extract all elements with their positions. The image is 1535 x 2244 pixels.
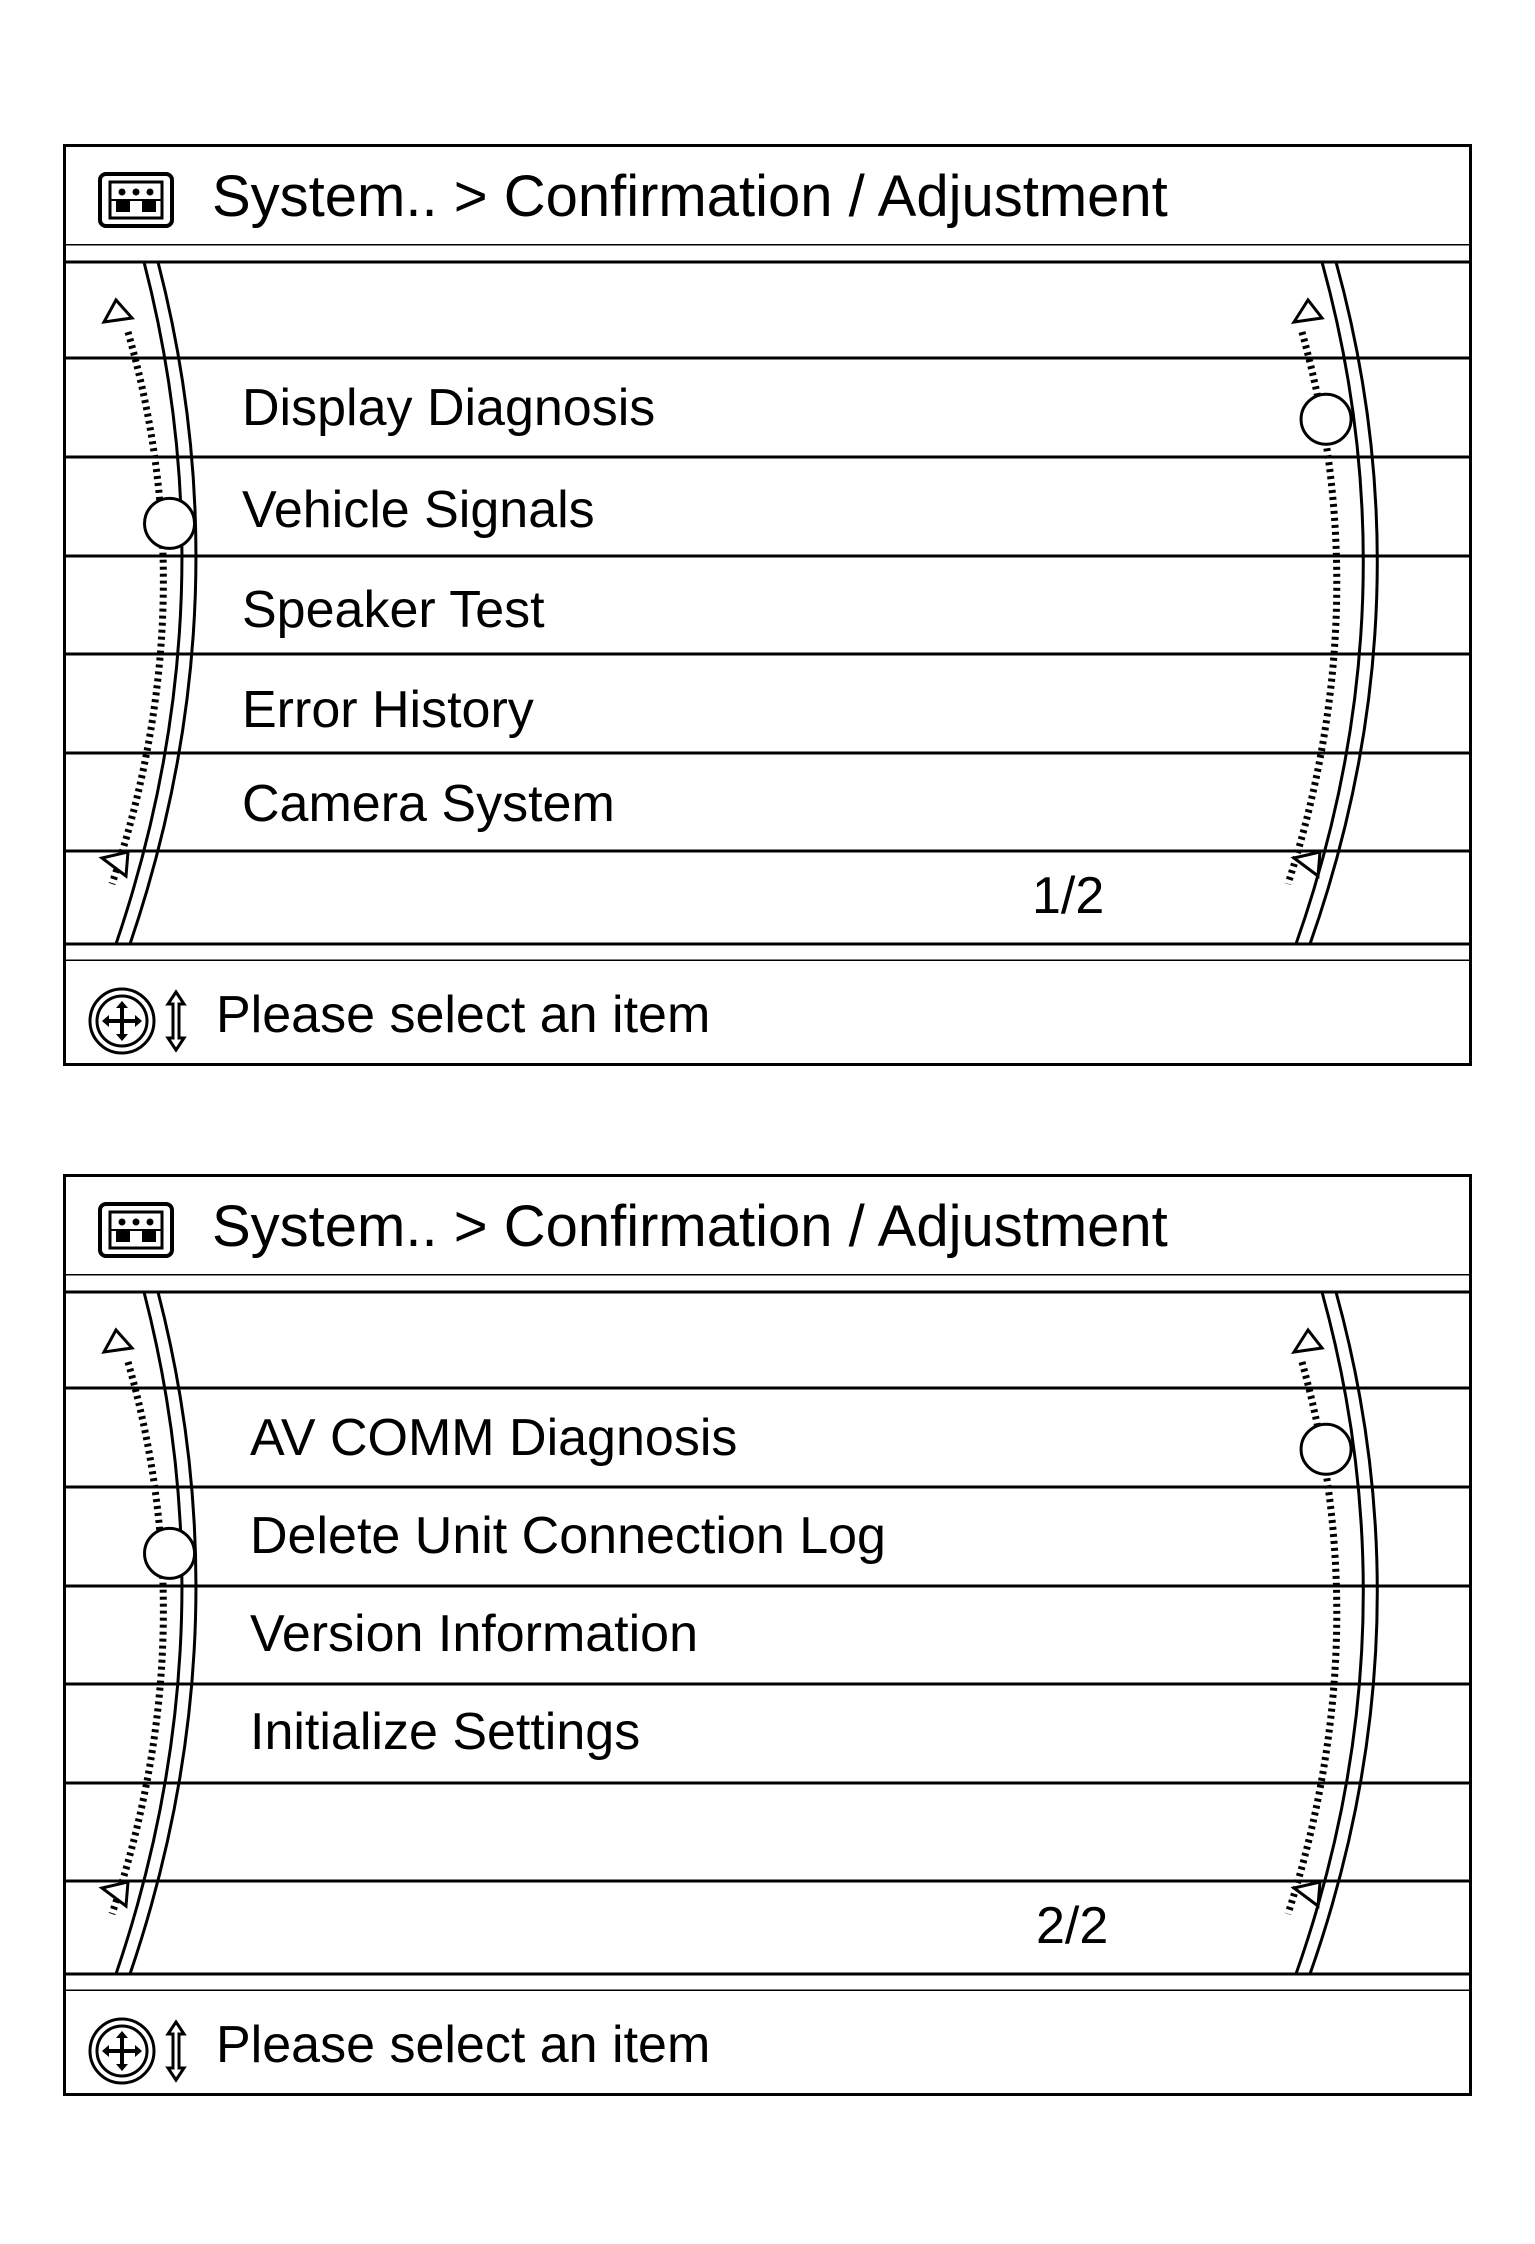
- list-item-vehicle-signals[interactable]: Vehicle Signals: [242, 481, 595, 539]
- menu-list: AV COMM Diagnosis Delete Unit Connection…: [66, 1274, 1469, 1991]
- list-item-av-comm-diagnosis[interactable]: AV COMM Diagnosis: [250, 1409, 738, 1467]
- list-item-delete-unit-connection-log[interactable]: Delete Unit Connection Log: [250, 1507, 886, 1565]
- list-item-initialize-settings[interactable]: Initialize Settings: [250, 1703, 641, 1761]
- scroll-down-arrow-icon: [98, 1880, 130, 1909]
- page-indicator: 2/2: [1036, 1897, 1109, 1955]
- screen-header: System.. > Confirmation / Adjustment: [66, 147, 1469, 244]
- list-item-speaker-test[interactable]: Speaker Test: [242, 581, 545, 639]
- screen-footer: Please select an item: [66, 971, 1469, 1063]
- screen-header: System.. > Confirmation / Adjustment: [66, 1177, 1469, 1274]
- scroll-down-arrow-icon: [98, 850, 130, 879]
- scroll-up-arrow-icon: [101, 1327, 135, 1354]
- hint-text: Please select an item: [216, 2016, 711, 2074]
- up-down-arrow-icon: [165, 989, 187, 1053]
- list-item-version-information[interactable]: Version Information: [250, 1605, 699, 1663]
- hint-text: Please select an item: [216, 986, 711, 1044]
- breadcrumb-title: System.. > Confirmation / Adjustment: [212, 164, 1168, 229]
- up-down-arrow-icon: [165, 2019, 187, 2083]
- list-item-error-history[interactable]: Error History: [242, 681, 534, 739]
- confirmation-adjustment-screen-page-2: System.. > Confirmation / Adjustment: [63, 1174, 1472, 2096]
- multi-directional-dial-icon: [88, 987, 156, 1055]
- menu-screen-icon: [98, 1202, 174, 1258]
- scroll-up-arrow-icon: [1290, 1327, 1325, 1354]
- scroll-up-arrow-icon: [101, 297, 135, 324]
- scroll-knob-icon[interactable]: [143, 1526, 197, 1580]
- scroll-up-arrow-icon: [1290, 297, 1325, 324]
- scroll-knob-icon[interactable]: [143, 496, 197, 550]
- confirmation-adjustment-screen-page-1: System.. > Confirmation / Adjustment: [63, 144, 1472, 1066]
- scroll-down-arrow-icon: [1290, 1880, 1322, 1909]
- breadcrumb-title: System.. > Confirmation / Adjustment: [212, 1194, 1168, 1259]
- menu-screen-icon: [98, 172, 174, 228]
- menu-list: Display Diagnosis Vehicle Signals Speake…: [66, 244, 1469, 961]
- scroll-down-arrow-icon: [1290, 850, 1322, 879]
- list-item-camera-system[interactable]: Camera System: [242, 775, 615, 833]
- page-indicator: 1/2: [1032, 867, 1105, 925]
- scroll-knob-icon[interactable]: [1299, 392, 1353, 446]
- multi-directional-dial-icon: [88, 2017, 156, 2085]
- list-item-display-diagnosis[interactable]: Display Diagnosis: [242, 379, 656, 437]
- screen-footer: Please select an item: [66, 2001, 1469, 2093]
- scroll-knob-icon[interactable]: [1299, 1422, 1353, 1476]
